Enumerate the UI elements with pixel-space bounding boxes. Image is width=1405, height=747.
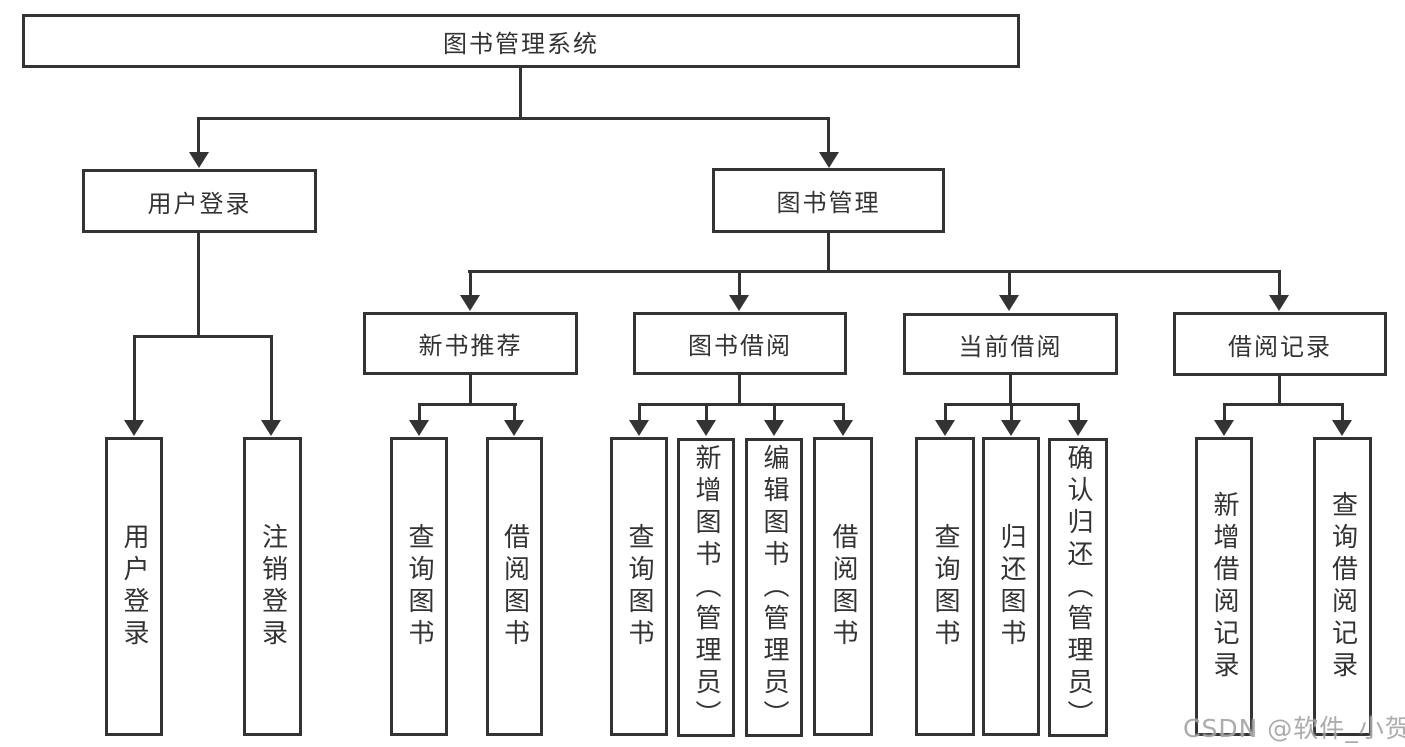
connector-leaf-borrow1-drop [513, 403, 516, 422]
connector-current-borrow-stem [1009, 375, 1012, 405]
connector-new-book-stem [469, 375, 472, 405]
connector-root-stem [519, 68, 522, 120]
arrowhead-leaf-confirm-return [1068, 420, 1088, 436]
arrowhead-borrow-records [1269, 295, 1289, 311]
connector-leaf-return-drop [1010, 403, 1013, 422]
node-current-borrow: 当前借阅 [903, 313, 1118, 375]
connector-user-branch-stem [197, 233, 200, 337]
node-leaf-borrow-books-2-label: 借阅图书 [828, 522, 858, 651]
node-leaf-logout: 注销登录 [243, 437, 302, 736]
connector-user-branch-horizontal [133, 335, 273, 338]
node-leaf-borrow-books-1: 借阅图书 [486, 437, 543, 736]
arrowhead-book-borrow [729, 295, 749, 311]
node-leaf-add-books-label: 新增图书（管理员） [691, 443, 721, 732]
node-leaf-add-borrow-record-label: 新增借阅记录 [1209, 490, 1239, 683]
arrowhead-leaf-query-record [1332, 420, 1352, 436]
connector-leaf-add-record-drop [1223, 403, 1226, 422]
node-leaf-return-books-label: 归还图书 [996, 522, 1026, 651]
arrowhead-new-book [460, 295, 480, 311]
node-leaf-confirm-return: 确认归还（管理员） [1048, 438, 1108, 737]
node-leaf-query-books-1-label: 查询图书 [404, 522, 434, 651]
arrowhead-leaf-borrow1 [504, 420, 524, 436]
arrowhead-leaf-borrow2 [833, 420, 853, 436]
arrowhead-leaf-query1 [409, 420, 429, 436]
connector-leaf-add-books-drop [705, 403, 708, 422]
node-leaf-confirm-return-label: 确认归还（管理员） [1063, 443, 1093, 732]
arrowhead-leaf-logout [261, 420, 281, 436]
node-leaf-edit-books: 编辑图书（管理员） [745, 438, 803, 737]
connector-leaf-logout-drop [270, 335, 273, 421]
node-leaf-add-borrow-record: 新增借阅记录 [1195, 437, 1253, 736]
connector-leaf-query1-drop [418, 403, 421, 422]
connector-new-book-horizontal [418, 403, 517, 406]
connector-level3-horizontal [468, 270, 1281, 273]
connector-leaf-query-record-drop [1341, 403, 1344, 422]
node-borrow-records-label: 借阅记录 [1228, 332, 1332, 361]
node-book-borrow-label: 图书借阅 [688, 332, 792, 360]
connector-book-borrow-drop [738, 270, 741, 297]
node-root: 图书管理系统 [22, 14, 1020, 68]
node-user-login-label: 用户登录 [147, 189, 252, 218]
node-new-book-rec-label: 新书推荐 [418, 332, 523, 360]
node-leaf-query-borrow-record: 查询借阅记录 [1313, 437, 1372, 736]
connector-book-mgmt-drop [827, 117, 830, 155]
arrowhead-leaf-edit-books [764, 420, 784, 436]
arrowhead-leaf-add-record [1214, 420, 1234, 436]
node-leaf-user-login-label: 用户登录 [119, 522, 149, 651]
connector-user-login-drop [197, 117, 200, 155]
connector-level2-horizontal [197, 117, 830, 120]
node-leaf-user-login: 用户登录 [105, 437, 163, 736]
node-current-borrow-label: 当前借阅 [958, 332, 1063, 361]
node-leaf-query-borrow-record-label: 查询借阅记录 [1327, 490, 1358, 683]
node-leaf-query-books-3-label: 查询图书 [930, 522, 960, 651]
node-user-login: 用户登录 [82, 169, 317, 233]
connector-borrow-records-horizontal [1223, 403, 1343, 406]
arrowhead-leaf-return [1001, 420, 1021, 436]
connector-book-borrow-horizontal [638, 403, 844, 406]
connector-leaf-confirm-return-drop [1077, 403, 1080, 422]
arrowhead-leaf-query3 [935, 420, 955, 436]
node-book-mgmt: 图书管理 [712, 168, 945, 233]
node-leaf-query-books-2: 查询图书 [610, 437, 668, 736]
connector-leaf-query2-drop [638, 403, 641, 422]
arrowhead-leaf-query2 [629, 420, 649, 436]
connector-borrow-records-stem [1278, 376, 1281, 405]
connector-mgmt-stem [827, 233, 830, 273]
connector-leaf-edit-books-drop [773, 403, 776, 422]
node-leaf-return-books: 归还图书 [982, 437, 1040, 736]
arrowhead-current-borrow [999, 295, 1019, 311]
connector-current-borrow-drop [1008, 270, 1011, 297]
node-book-borrow: 图书借阅 [633, 312, 847, 375]
node-leaf-query-books-3: 查询图书 [915, 437, 975, 736]
node-leaf-query-books-1: 查询图书 [390, 437, 448, 736]
node-leaf-edit-books-label: 编辑图书（管理员） [759, 443, 789, 732]
node-leaf-add-books: 新增图书（管理员） [677, 438, 735, 737]
node-leaf-borrow-books-2: 借阅图书 [813, 437, 873, 736]
arrowhead-leaf-add-books [696, 420, 716, 436]
node-new-book-rec: 新书推荐 [363, 312, 578, 375]
arrowhead-book-mgmt [819, 152, 839, 168]
node-leaf-query-books-2-label: 查询图书 [624, 522, 654, 651]
node-borrow-records: 借阅记录 [1173, 312, 1387, 376]
arrowhead-leaf-user-login [124, 420, 144, 436]
node-book-mgmt-label: 图书管理 [776, 189, 881, 217]
node-leaf-borrow-books-1-label: 借阅图书 [499, 522, 530, 651]
connector-leaf-user-login-drop [133, 335, 136, 421]
node-root-label: 图书管理系统 [443, 29, 599, 58]
connector-book-borrow-stem [738, 375, 741, 405]
connector-new-book-drop [469, 270, 472, 297]
connector-leaf-borrow2-drop [842, 403, 845, 422]
connector-leaf-query3-drop [944, 403, 947, 422]
connector-borrow-records-drop [1278, 270, 1281, 297]
watermark: CSDN @软件_小贺同学 [1183, 714, 1405, 743]
arrowhead-user-login [189, 152, 209, 168]
node-leaf-logout-label: 注销登录 [257, 522, 288, 651]
